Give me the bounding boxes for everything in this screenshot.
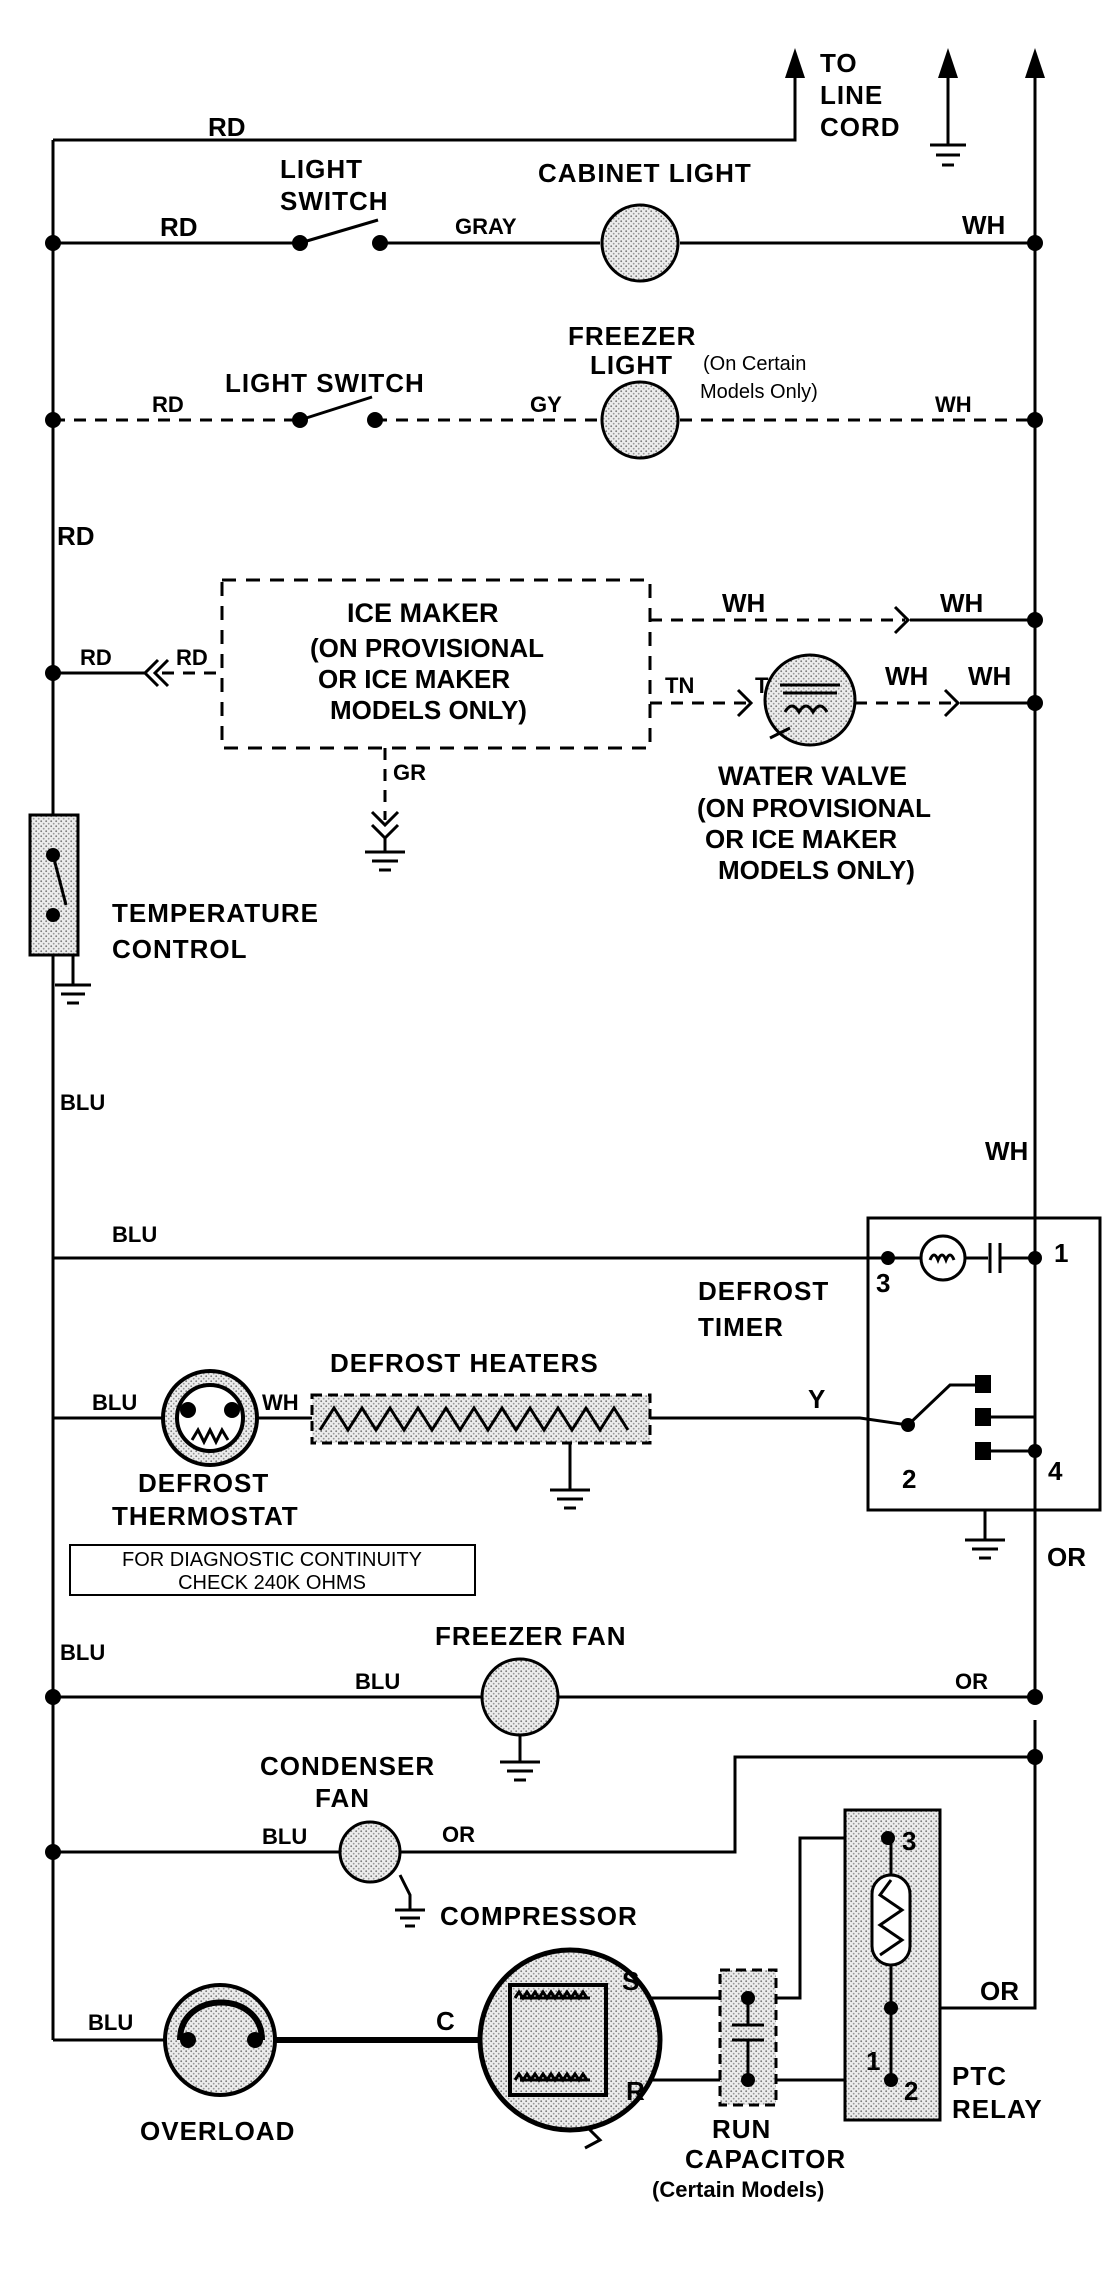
water-valve-solenoid-icon [763, 653, 857, 747]
ptc-relay-line-2: RELAY [952, 2094, 1043, 2124]
ptc-relay-line-1: PTC [952, 2061, 1007, 2091]
freezer-light-note-2: Models Only) [700, 381, 818, 403]
water-valve-title: WATER VALVE [718, 761, 907, 791]
defrost-heaters-icon [310, 1393, 652, 1445]
cabinet-light-branch [45, 218, 1043, 251]
wire-blu-condenser: BLU [262, 1824, 307, 1849]
diagnostic-note-line-1: FOR DIAGNOSTIC CONTINUITY [122, 1549, 422, 1571]
ice-maker-line-3: OR ICE MAKER [318, 664, 510, 694]
ice-maker-branch [45, 578, 1043, 872]
timer-terminal-3: 3 [876, 1268, 890, 1298]
wire-rd-ice-2: RD [80, 645, 112, 670]
defrost-timer [53, 1216, 1102, 1700]
wire-blu-left: BLU [60, 1090, 105, 1115]
wire-rd-cabinet: RD [160, 212, 198, 242]
wire-tn-ice: TN [665, 673, 694, 698]
wire-or-relay: OR [980, 1976, 1019, 2006]
line-cord-arrows [53, 48, 1045, 167]
wire-blu-timer: BLU [112, 1222, 157, 1247]
overload-label: OVERLOAD [140, 2116, 295, 2146]
line-cord-line-label: LINE [820, 80, 883, 110]
wire-y-heater: Y [808, 1384, 825, 1414]
temperature-control-line-1: TEMPERATURE [112, 898, 319, 928]
condenser-fan-line-1: CONDENSER [260, 1751, 435, 1781]
overload-icon [163, 1983, 277, 2097]
line-cord-cord-label: CORD [820, 112, 901, 142]
wire-rd-freezer: RD [152, 392, 184, 417]
wire-wh-valve-right: WH [968, 661, 1011, 691]
wire-wh-ice: WH [722, 588, 765, 618]
freezer-fan-branch [45, 1689, 1043, 1782]
compressor-terminal-s: S [622, 1966, 639, 1996]
defrost-thermostat-icon [161, 1369, 259, 1467]
wire-blu-fan: BLU [355, 1669, 400, 1694]
line-cord-to-label: TO [820, 48, 858, 78]
ice-maker-line-2: (ON PROVISIONAL [310, 633, 544, 663]
condenser-fan-line-2: FAN [315, 1783, 370, 1813]
ice-maker-title: ICE MAKER [347, 598, 499, 628]
wire-wh-cabinet: WH [962, 210, 1005, 240]
defrost-heater-branch [53, 1416, 909, 1510]
wire-wh-thermostat: WH [262, 1390, 299, 1415]
wire-rd-left: RD [57, 521, 95, 551]
wire-blu-overload: BLU [88, 2010, 133, 2035]
ptc-relay-icon [843, 1808, 942, 2122]
wire-wh-freezer: WH [935, 392, 972, 417]
run-capacitor-line-1: RUN [712, 2114, 771, 2144]
defrost-thermostat-line-1: DEFROST [138, 1468, 269, 1498]
compressor-icon [477, 1947, 663, 2133]
run-capacitor-line-3: (Certain Models) [652, 2177, 824, 2202]
wire-wh-ice-right: WH [940, 588, 983, 618]
diagnostic-note-box [69, 1544, 476, 1596]
wire-gr-ice: GR [393, 760, 426, 785]
water-valve-line-2: (ON PROVISIONAL [697, 793, 931, 823]
ptc-terminal-1: 1 [866, 2046, 880, 2076]
freezer-light-line-1: FREEZER [568, 321, 696, 351]
defrost-timer-line-1: DEFROST [698, 1276, 829, 1306]
wire-wh-valve: WH [885, 661, 928, 691]
wire-or-right: OR [1047, 1542, 1086, 1572]
compressor-terminal-c: C [436, 2006, 455, 2036]
freezer-fan-icon [480, 1657, 560, 1737]
condenser-fan-icon [338, 1820, 402, 1884]
wire-wh-right: WH [985, 1136, 1028, 1166]
wire-rd-ice-1: RD [176, 645, 208, 670]
temperature-control [28, 813, 91, 1005]
timer-terminal-4: 4 [1048, 1456, 1063, 1486]
wire-gray: GRAY [455, 214, 517, 239]
timer-terminal-1: 1 [1054, 1238, 1068, 1268]
ptc-terminal-2: 2 [904, 2076, 918, 2106]
run-capacitor-icon [718, 1968, 778, 2107]
freezer-light-note-1: (On Certain [703, 353, 806, 375]
wire-or-condenser: OR [442, 1822, 475, 1847]
freezer-light-branch [45, 395, 1043, 428]
light-switch-1-line-1: LIGHT [280, 154, 363, 184]
temperature-control-line-2: CONTROL [112, 934, 248, 964]
light-switch-2-label: LIGHT SWITCH [225, 368, 425, 398]
water-valve-line-4: MODELS ONLY) [718, 855, 915, 885]
cabinet-light-bulb-icon [600, 203, 680, 283]
compressor-label: COMPRESSOR [440, 1901, 638, 1931]
wire-gy-freezer: GY [530, 392, 562, 417]
wire-blu-left-2: BLU [60, 1640, 105, 1665]
ptc-terminal-3: 3 [902, 1826, 916, 1856]
freezer-light-bulb-icon [600, 380, 680, 460]
cabinet-light-label: CABINET LIGHT [538, 158, 752, 188]
diagnostic-note-line-2: CHECK 240K OHMS [178, 1572, 366, 1594]
wire-blu-thermostat: BLU [92, 1390, 137, 1415]
freezer-light-line-2: LIGHT [590, 350, 673, 380]
defrost-heaters-label: DEFROST HEATERS [330, 1348, 599, 1378]
freezer-fan-label: FREEZER FAN [435, 1621, 627, 1651]
wire-rd-top: RD [208, 112, 246, 142]
light-switch-1-line-2: SWITCH [280, 186, 389, 216]
wire-or-fan: OR [955, 1669, 988, 1694]
ice-maker-line-4: MODELS ONLY) [330, 695, 527, 725]
defrost-timer-line-2: TIMER [698, 1312, 784, 1342]
compressor-terminal-r: R [626, 2076, 645, 2106]
run-capacitor-line-2: CAPACITOR [685, 2144, 846, 2174]
defrost-thermostat-line-2: THERMOSTAT [112, 1501, 299, 1531]
timer-terminal-2: 2 [902, 1464, 916, 1494]
water-valve-line-3: OR ICE MAKER [705, 824, 897, 854]
